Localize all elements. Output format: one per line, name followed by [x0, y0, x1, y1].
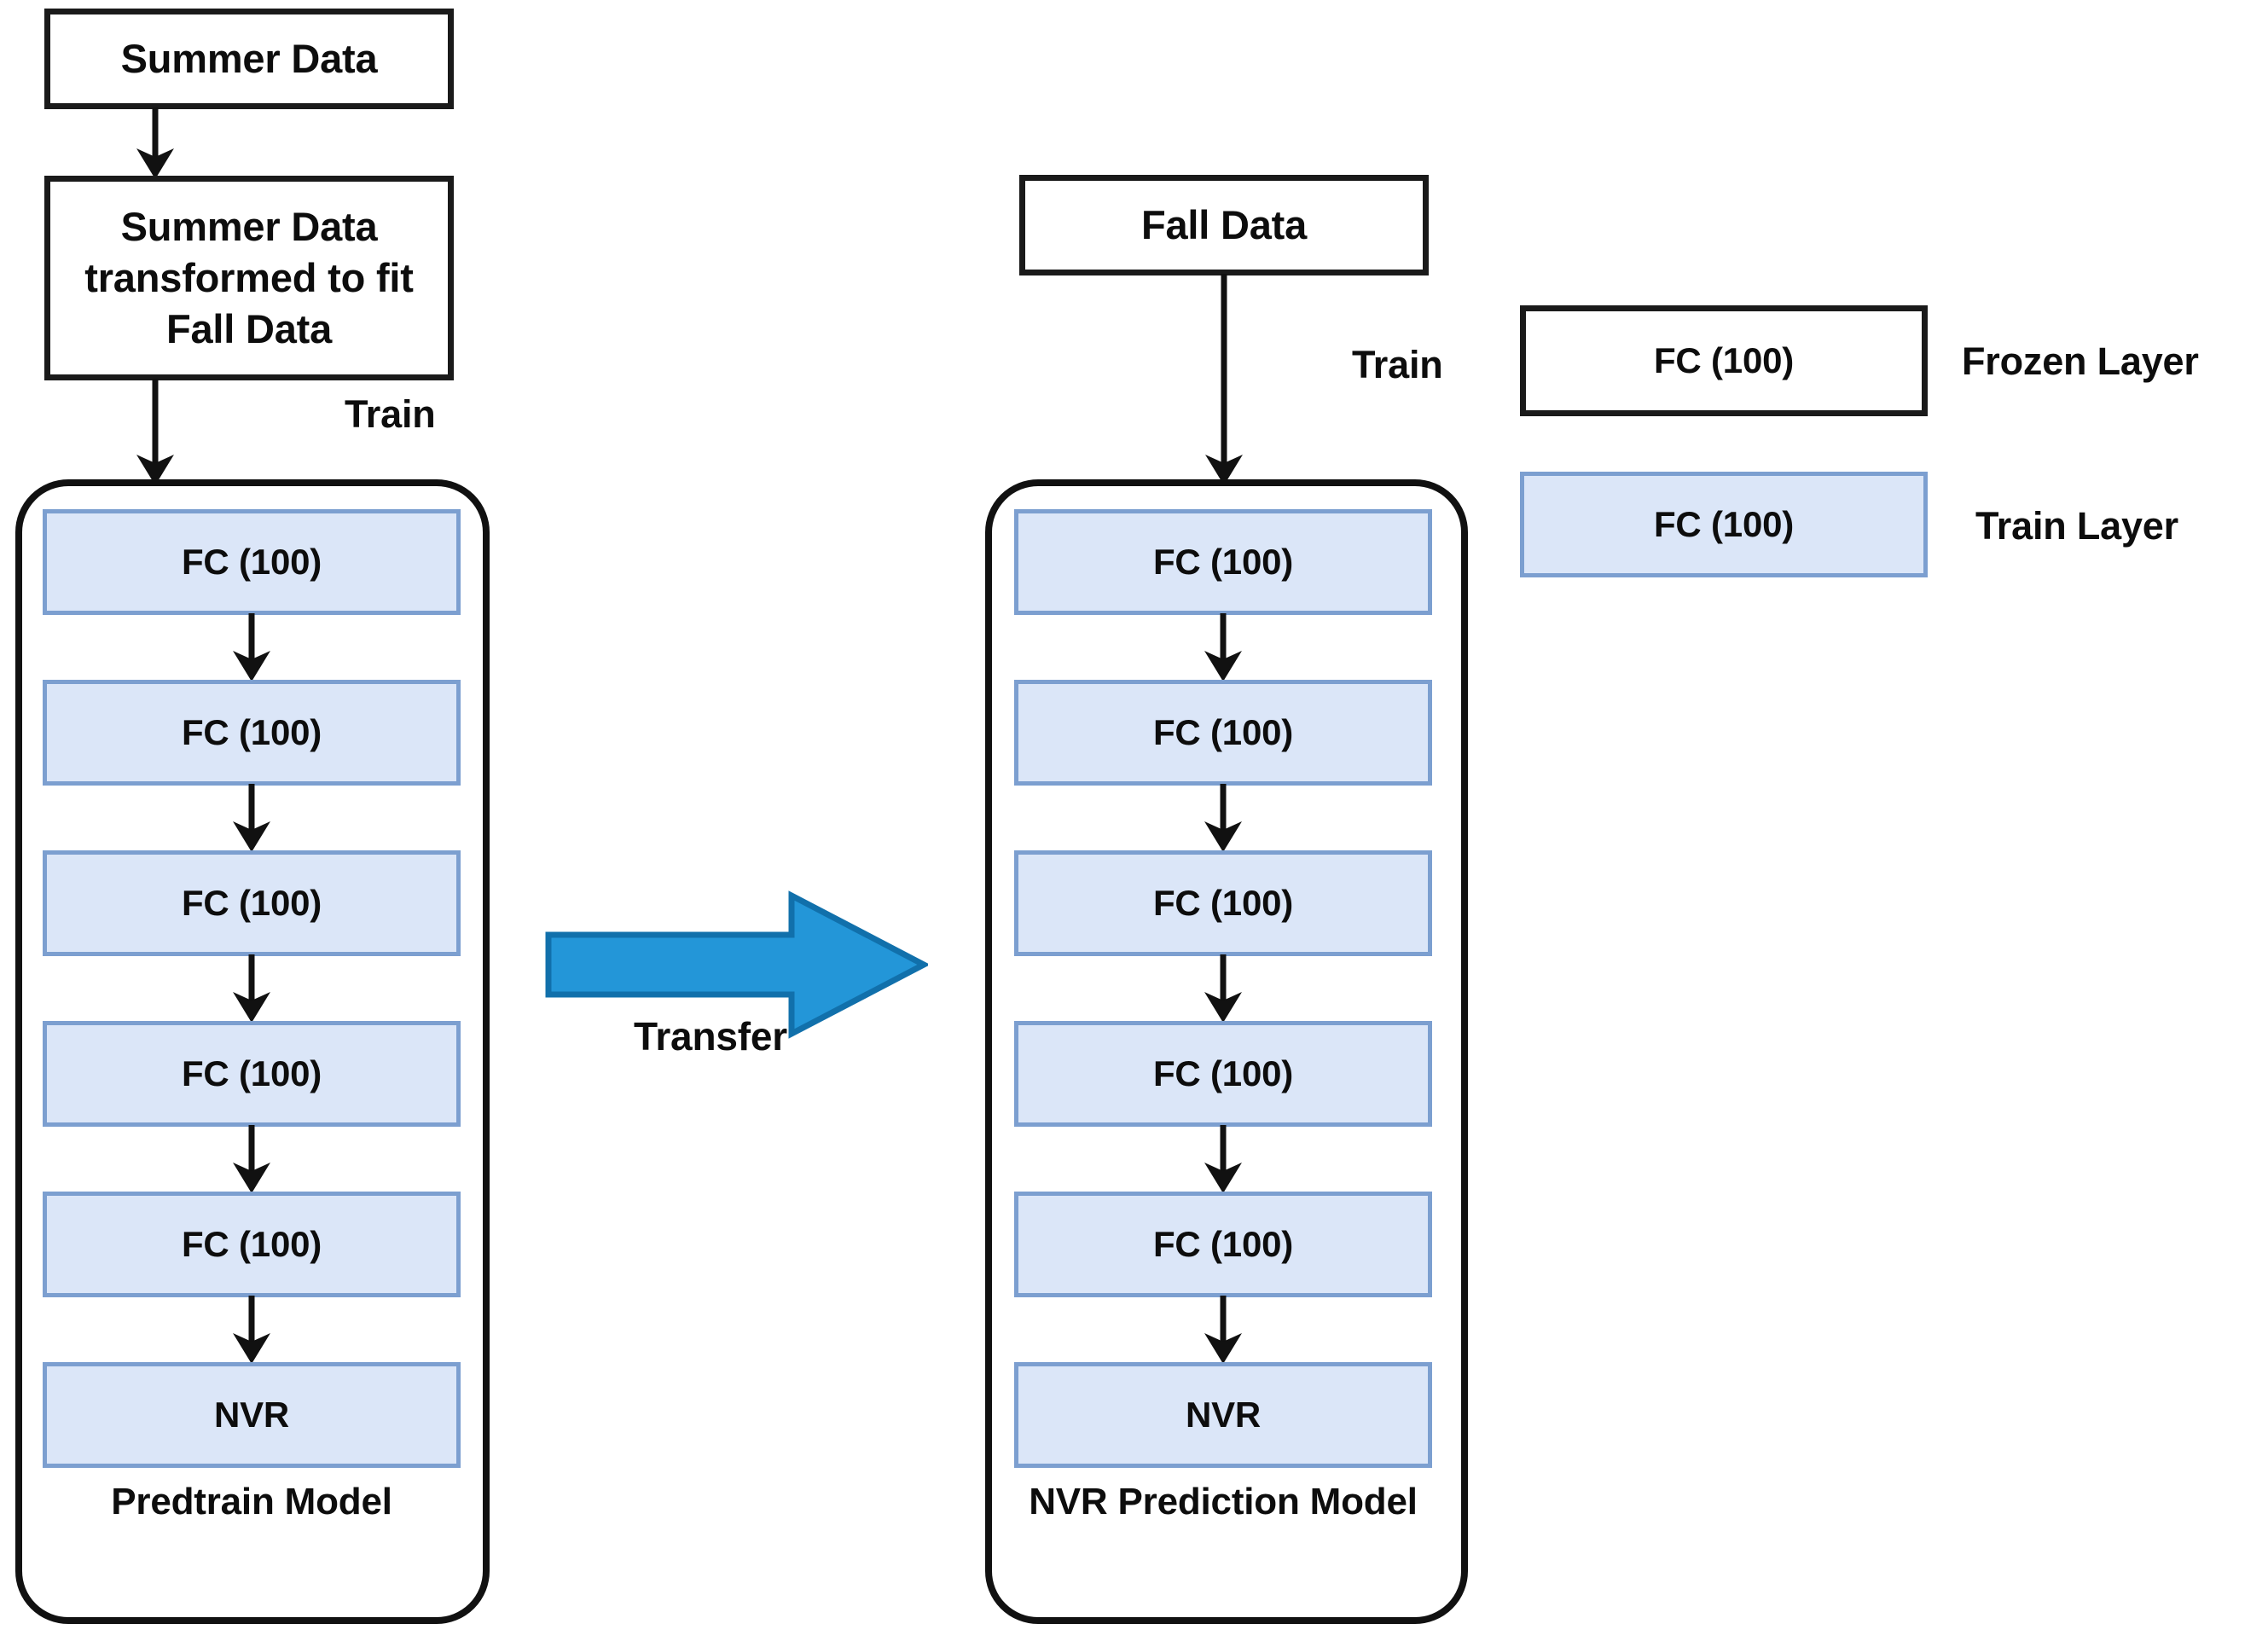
predtrain-layer-nvr: NVR	[43, 1362, 461, 1468]
predtrain-layer-3-label: FC (100)	[181, 883, 322, 923]
predtrain-layer-5-label: FC (100)	[181, 1224, 322, 1264]
transfer-label: Transfer	[634, 1014, 787, 1058]
arrow-summer-to-transform	[136, 107, 174, 179]
summer-data-label: Summer Data	[120, 35, 378, 81]
summer-data-transformed-box: Summer Data transformed to fit Fall Data	[44, 176, 454, 380]
nvr-model-layer-nvr-label: NVR	[1185, 1395, 1262, 1435]
legend-swatch-train: FC (100)	[1520, 472, 1928, 577]
summer-data-box: Summer Data	[44, 9, 454, 109]
fall-data-label: Fall Data	[1140, 201, 1308, 247]
nvr-model-layer-1: FC (100)	[1014, 509, 1432, 615]
nvr-model-layer-4: FC (100)	[1014, 1021, 1432, 1127]
predtrain-layer-3: FC (100)	[43, 850, 461, 956]
predtrain-layer-2-label: FC (100)	[181, 712, 322, 752]
nvr-model-layer-1-label: FC (100)	[1152, 542, 1294, 582]
predtrain-layer-2: FC (100)	[43, 680, 461, 786]
arrow-falldata-to-nvrmodel	[1205, 274, 1243, 485]
legend-label-train: Train Layer	[1975, 504, 2178, 548]
predtrain-layer-5: FC (100)	[43, 1192, 461, 1297]
predtrain-model-caption: Predtrain Model	[111, 1481, 392, 1522]
nvr-model-layer-5-label: FC (100)	[1152, 1224, 1294, 1264]
predtrain-layer-4-label: FC (100)	[181, 1053, 322, 1093]
legend-swatch-frozen-label: FC (100)	[1653, 340, 1795, 380]
arrow-transform-to-predtrain	[136, 379, 174, 485]
right-train-edge-label: Train	[1352, 343, 1443, 386]
nvr-model-layer-3: FC (100)	[1014, 850, 1432, 956]
predtrain-layer-1-label: FC (100)	[181, 542, 322, 582]
summer-data-transformed-label: Summer Data transformed to fit Fall Data	[84, 203, 414, 352]
left-train-edge-label: Train	[345, 392, 436, 436]
nvr-model-layer-3-label: FC (100)	[1152, 883, 1294, 923]
legend-swatch-frozen: FC (100)	[1520, 305, 1928, 416]
nvr-model-layer-2-label: FC (100)	[1152, 712, 1294, 752]
predtrain-layer-4: FC (100)	[43, 1021, 461, 1127]
nvr-model-layer-2: FC (100)	[1014, 680, 1432, 786]
predtrain-layer-nvr-label: NVR	[213, 1395, 290, 1435]
nvr-model-layer-nvr: NVR	[1014, 1362, 1432, 1468]
nvr-model-layer-5: FC (100)	[1014, 1192, 1432, 1297]
predtrain-layer-1: FC (100)	[43, 509, 461, 615]
nvr-prediction-model-caption: NVR Prediction Model	[1029, 1481, 1418, 1522]
fall-data-box: Fall Data	[1019, 175, 1429, 275]
legend-swatch-train-label: FC (100)	[1653, 504, 1795, 544]
nvr-model-layer-4-label: FC (100)	[1152, 1053, 1294, 1093]
legend-label-frozen: Frozen Layer	[1962, 339, 2199, 383]
